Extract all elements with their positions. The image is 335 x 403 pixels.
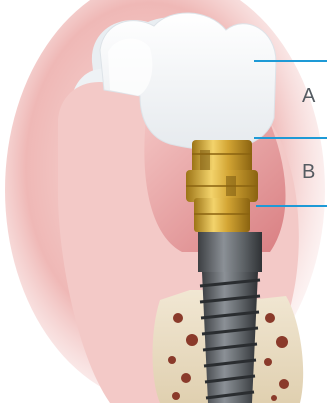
label-a: A bbox=[302, 86, 315, 106]
implant-screw-icon bbox=[202, 272, 258, 403]
crown-highlight bbox=[108, 39, 152, 96]
implant-collar bbox=[198, 232, 262, 272]
gold-abutment-icon bbox=[186, 140, 258, 232]
label-b: B bbox=[302, 162, 315, 182]
